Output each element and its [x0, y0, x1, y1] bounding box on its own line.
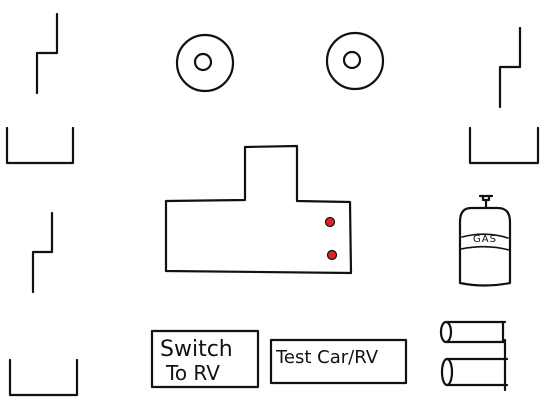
pipe-icon[interactable]	[439, 320, 507, 344]
step-mark-top-right	[498, 26, 522, 109]
indicator-light-icon	[324, 216, 336, 228]
step-mark-mid-left	[31, 211, 54, 294]
test-button-label: Test Car/RV	[276, 347, 379, 368]
tank-label: GAS	[473, 234, 497, 245]
bracket-bottom-left	[8, 358, 79, 397]
wheel-icon[interactable]	[175, 33, 235, 93]
switch-button-frame	[150, 329, 260, 389]
vehicle-body[interactable]	[164, 144, 353, 275]
pipe-icon[interactable]	[440, 338, 509, 392]
indicator-light-icon	[326, 249, 338, 261]
test-car-rv-button[interactable]: Test Car/RV	[271, 340, 406, 383]
gas-tank-icon[interactable]	[458, 194, 512, 287]
bracket-top-left	[5, 126, 75, 165]
wheel-icon[interactable]	[325, 31, 385, 91]
step-mark-top-left	[35, 12, 59, 95]
bracket-top-right	[468, 126, 540, 165]
switch-button-label-line2: To RV	[166, 361, 220, 385]
test-button-frame	[269, 338, 408, 385]
switch-to-rv-button[interactable]: Switch To RV	[152, 331, 258, 387]
switch-button-label-line1: Switch	[160, 337, 233, 362]
